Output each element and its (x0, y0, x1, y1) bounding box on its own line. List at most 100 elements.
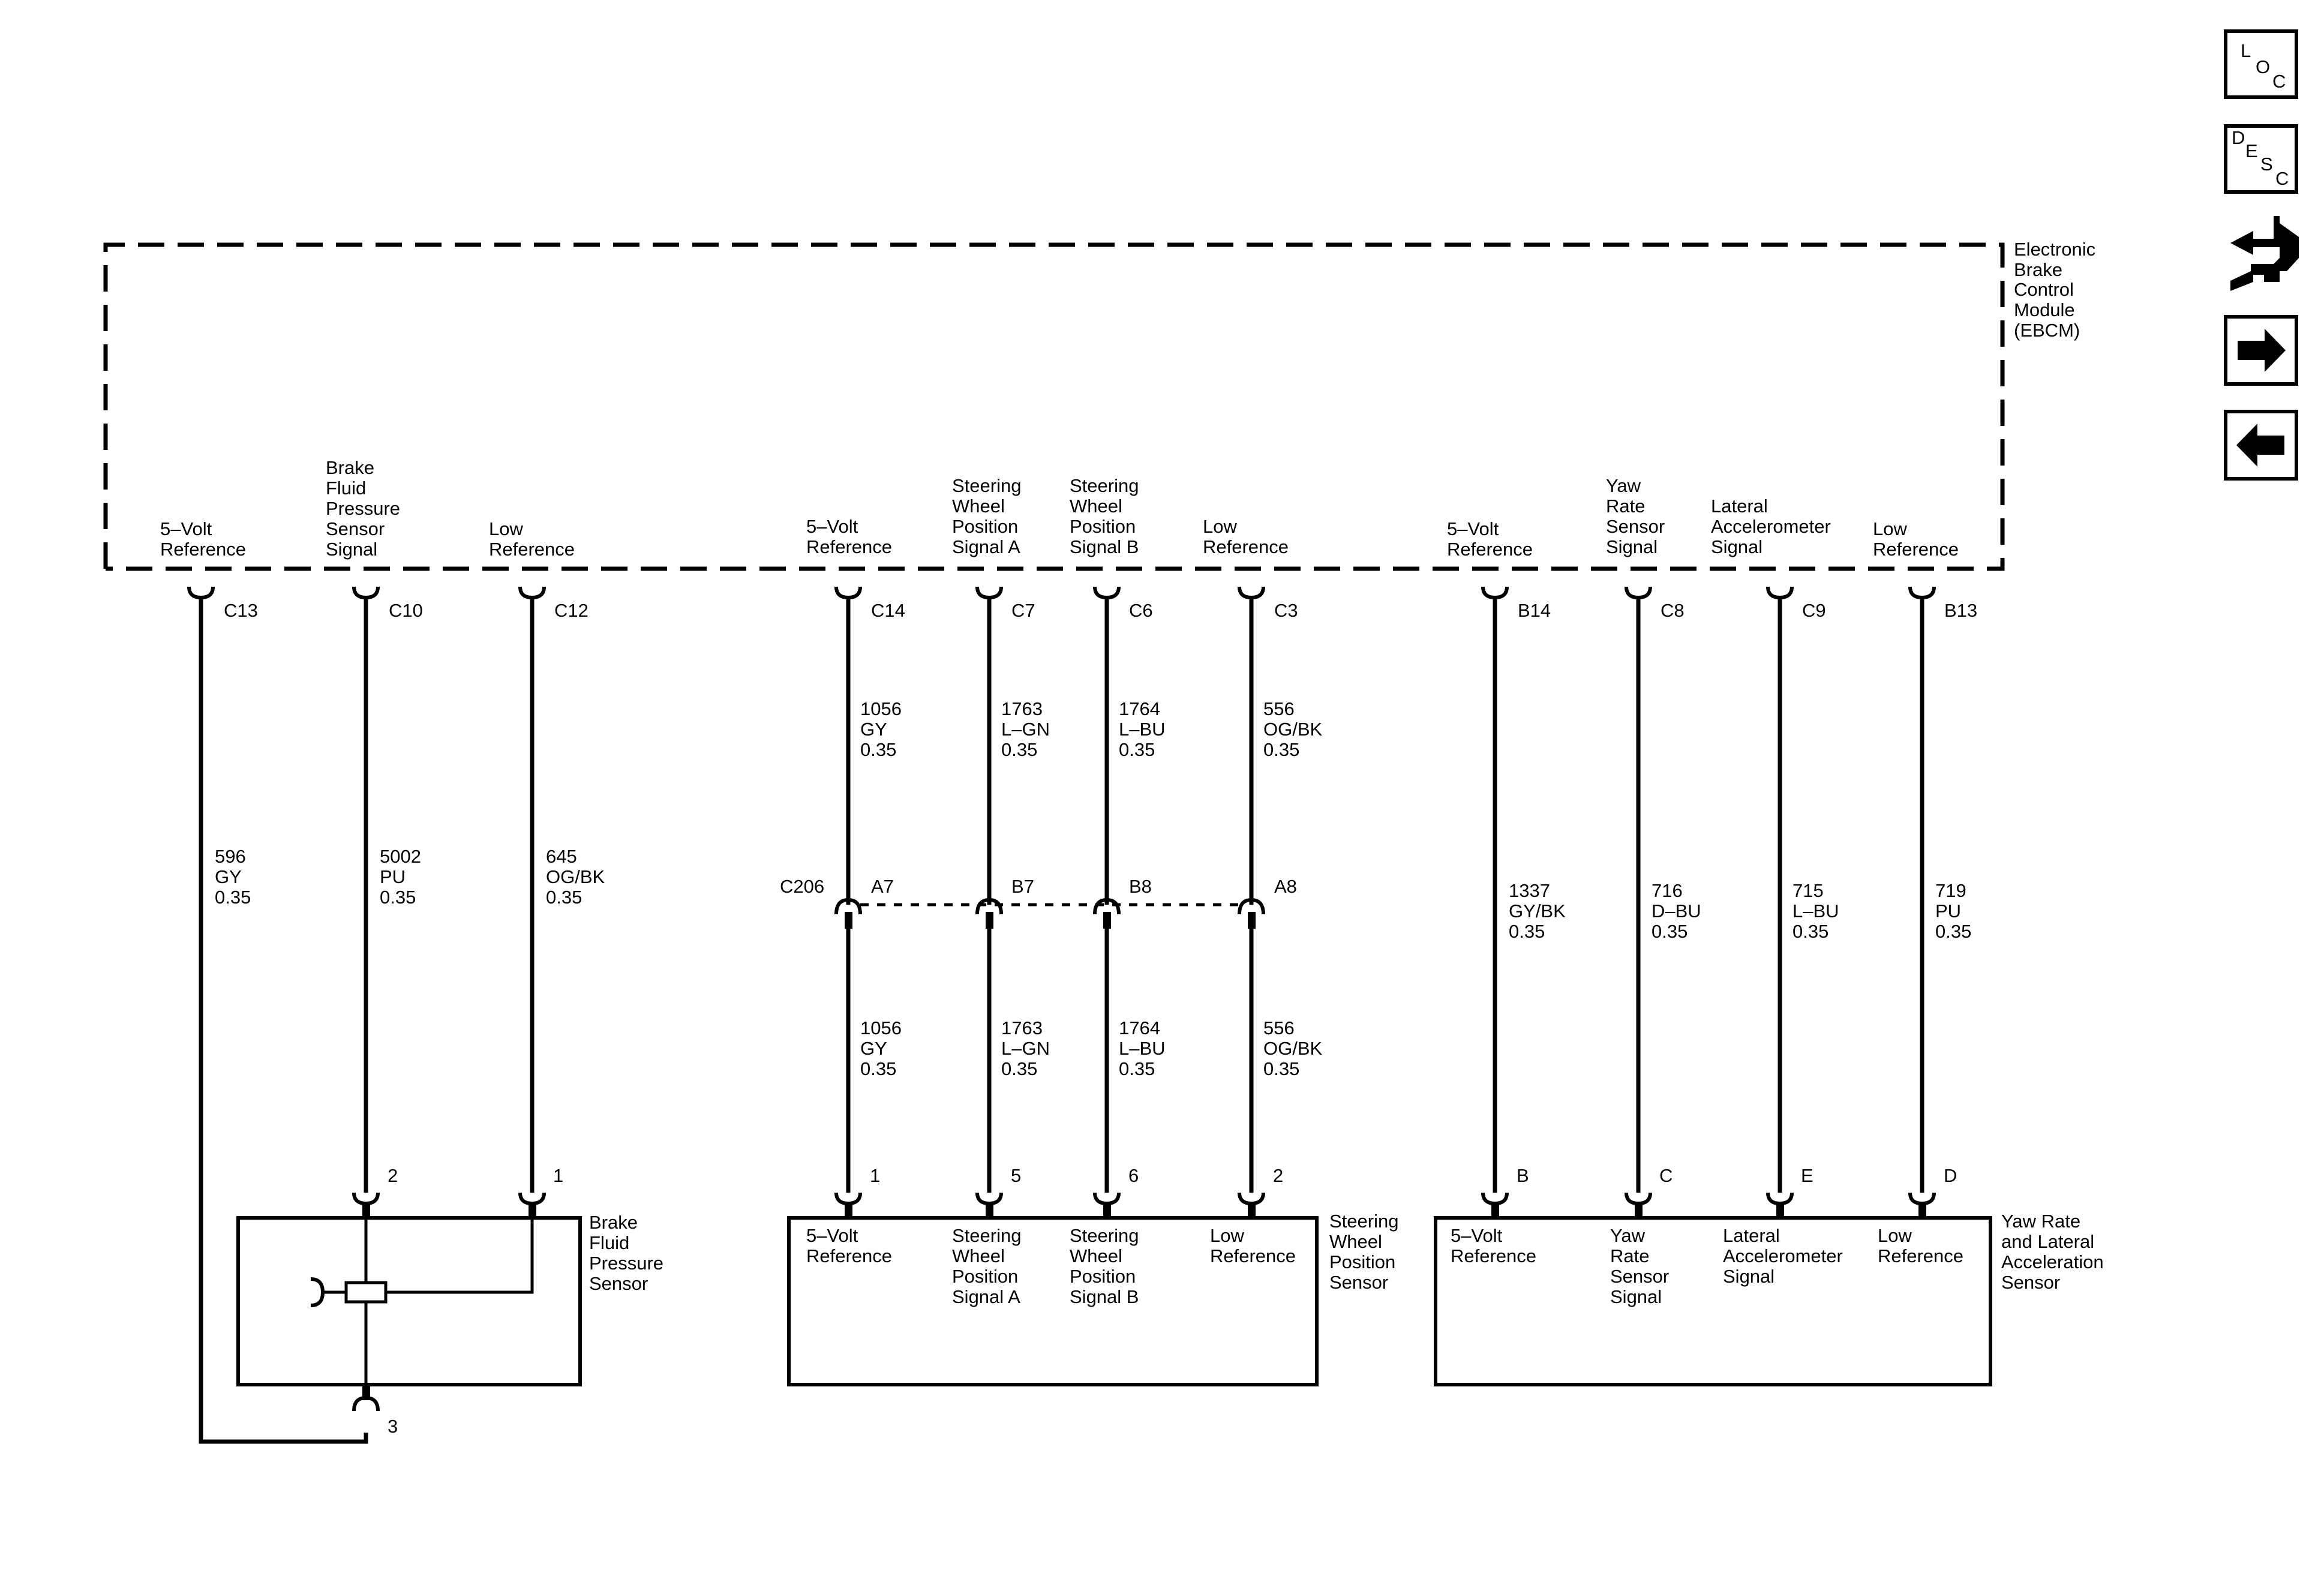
svg-text:Signal B: Signal B (1070, 536, 1139, 557)
svg-text:719: 719 (1935, 880, 1966, 901)
inline-pin-b8: B8 (1129, 876, 1152, 897)
svg-text:Low: Low (489, 518, 523, 539)
desc-letter-1: D (2232, 127, 2245, 148)
svg-text:Position: Position (952, 516, 1018, 537)
svg-text:1763: 1763 (1001, 698, 1043, 719)
svg-text:Signal: Signal (1606, 536, 1658, 557)
svg-text:0.35: 0.35 (1263, 1058, 1299, 1079)
svg-text:L–BU: L–BU (1119, 1038, 1166, 1059)
pin-number-c12: C12 (554, 600, 588, 621)
svg-text:Steering: Steering (952, 1225, 1021, 1246)
svg-text:Low: Low (1203, 516, 1237, 537)
pin-label-b13: Low Reference (1873, 518, 1959, 560)
svg-text:Wheel: Wheel (1070, 496, 1122, 517)
svg-text:1764: 1764 (1119, 1017, 1160, 1038)
svg-text:Position: Position (1070, 1266, 1136, 1287)
svg-text:596: 596 (215, 846, 246, 867)
steering-sensor-pin-1: 1 (870, 1165, 880, 1186)
brake-fluid-pressure-sensor (236, 1192, 582, 1412)
inline-connector-c206 (834, 897, 1265, 929)
loc-button[interactable]: L O C (2224, 29, 2298, 99)
pin-number-c10: C10 (389, 600, 423, 621)
connector-cup-b13 (1908, 586, 1936, 600)
connector-cup-c8 (1625, 586, 1652, 600)
svg-text:0.35: 0.35 (546, 887, 582, 908)
svg-text:716: 716 (1652, 880, 1683, 901)
svg-text:and Lateral: and Lateral (2001, 1231, 2094, 1252)
wire-label-645: 645 OG/BK 0.35 (546, 846, 605, 908)
desc-button[interactable]: D E S C (2224, 124, 2298, 194)
steering-sensor-label: Steering Wheel Position Sensor (1329, 1211, 1398, 1293)
connector-cup-c10 (352, 586, 380, 600)
wire-label-5002: 5002 PU 0.35 (380, 846, 421, 908)
svg-text:1056: 1056 (860, 1017, 902, 1038)
connector-cup-c12 (518, 586, 546, 600)
pin-number-b13: B13 (1944, 600, 1977, 621)
pin-number-c8: C8 (1661, 600, 1685, 621)
svg-text:0.35: 0.35 (1119, 739, 1155, 760)
svg-text:OG/BK: OG/BK (546, 866, 605, 887)
svg-text:Signal: Signal (1610, 1286, 1662, 1307)
steering-sensor-pin-5: 5 (1011, 1165, 1021, 1186)
inline-connector-name: C206 (780, 876, 824, 897)
brake-sensor-pin-3: 3 (388, 1416, 398, 1437)
svg-text:Low: Low (1878, 1225, 1912, 1246)
svg-text:Steering: Steering (1070, 475, 1139, 496)
svg-text:0.35: 0.35 (1652, 921, 1688, 942)
connector-end-view-icon[interactable] (2230, 216, 2299, 291)
svg-text:Position: Position (1329, 1251, 1395, 1272)
svg-text:Reference: Reference (1451, 1245, 1536, 1266)
svg-text:GY: GY (215, 866, 242, 887)
pin-label-c14: 5–Volt Reference (806, 516, 892, 557)
svg-text:0.35: 0.35 (215, 887, 251, 908)
wire-label-1763-upper: 1763 L–GN 0.35 (1001, 698, 1050, 760)
brake-sensor-pin-2: 2 (388, 1165, 398, 1186)
yaw-sensor-pin-label-c: Yaw Rate Sensor Signal (1610, 1225, 1669, 1307)
pin-number-c7: C7 (1011, 600, 1035, 621)
loc-letter-1: L (2241, 40, 2251, 61)
svg-text:Pressure: Pressure (326, 498, 400, 519)
svg-text:Pressure: Pressure (589, 1253, 663, 1274)
loc-letter-3: C (2272, 71, 2286, 92)
svg-text:Brake: Brake (589, 1212, 638, 1233)
svg-text:D–BU: D–BU (1652, 900, 1701, 921)
svg-text:Acceleration: Acceleration (2001, 1251, 2104, 1272)
pin-label-c6: Steering Wheel Position Signal B (1070, 475, 1139, 557)
pin-label-c8: Yaw Rate Sensor Signal (1606, 475, 1665, 557)
svg-text:Accelerometer: Accelerometer (1723, 1245, 1843, 1266)
steering-sensor-pin-6: 6 (1128, 1165, 1139, 1186)
svg-text:Position: Position (952, 1266, 1018, 1287)
svg-text:Wheel: Wheel (1070, 1245, 1122, 1266)
previous-page-button[interactable] (2224, 410, 2298, 481)
next-page-button[interactable] (2224, 315, 2298, 386)
svg-text:556: 556 (1263, 698, 1295, 719)
svg-text:1763: 1763 (1001, 1017, 1043, 1038)
wire-label-1764-upper: 1764 L–BU 0.35 (1119, 698, 1166, 760)
desc-letter-2: E (2245, 140, 2258, 161)
svg-text:Wheel: Wheel (952, 1245, 1005, 1266)
svg-text:Accelerometer: Accelerometer (1711, 516, 1831, 537)
wire-596-gy (199, 598, 368, 1444)
svg-text:(EBCM): (EBCM) (2014, 320, 2080, 341)
yaw-sensor-pin-e: E (1801, 1165, 1813, 1186)
svg-text:5–Volt: 5–Volt (806, 1225, 858, 1246)
svg-text:Reference: Reference (806, 1245, 892, 1266)
wire-label-716: 716 D–BU 0.35 (1652, 880, 1701, 942)
connector-cup-c6 (1093, 586, 1121, 600)
ebcm-module-outline (103, 242, 2005, 571)
svg-text:Sensor: Sensor (1329, 1272, 1388, 1293)
svg-text:0.35: 0.35 (1001, 739, 1037, 760)
inline-pin-a8: A8 (1274, 876, 1297, 897)
steering-wheel-position-sensor (787, 1192, 1319, 1386)
yaw-rate-lateral-acceleration-sensor (1434, 1192, 1992, 1386)
brake-sensor-pin-1: 1 (553, 1165, 563, 1186)
ebcm-module-label: Electronic Brake Control Module (EBCM) (2014, 239, 2095, 341)
svg-text:1337: 1337 (1509, 880, 1550, 901)
pin-number-c3: C3 (1274, 600, 1298, 621)
yaw-sensor-pin-label-e: Lateral Accelerometer Signal (1723, 1225, 1843, 1287)
yaw-sensor-pin-label-d: Low Reference (1878, 1225, 1963, 1266)
wire-label-556-upper: 556 OG/BK 0.35 (1263, 698, 1323, 760)
svg-text:Position: Position (1070, 516, 1136, 537)
svg-text:Brake: Brake (2014, 259, 2062, 280)
